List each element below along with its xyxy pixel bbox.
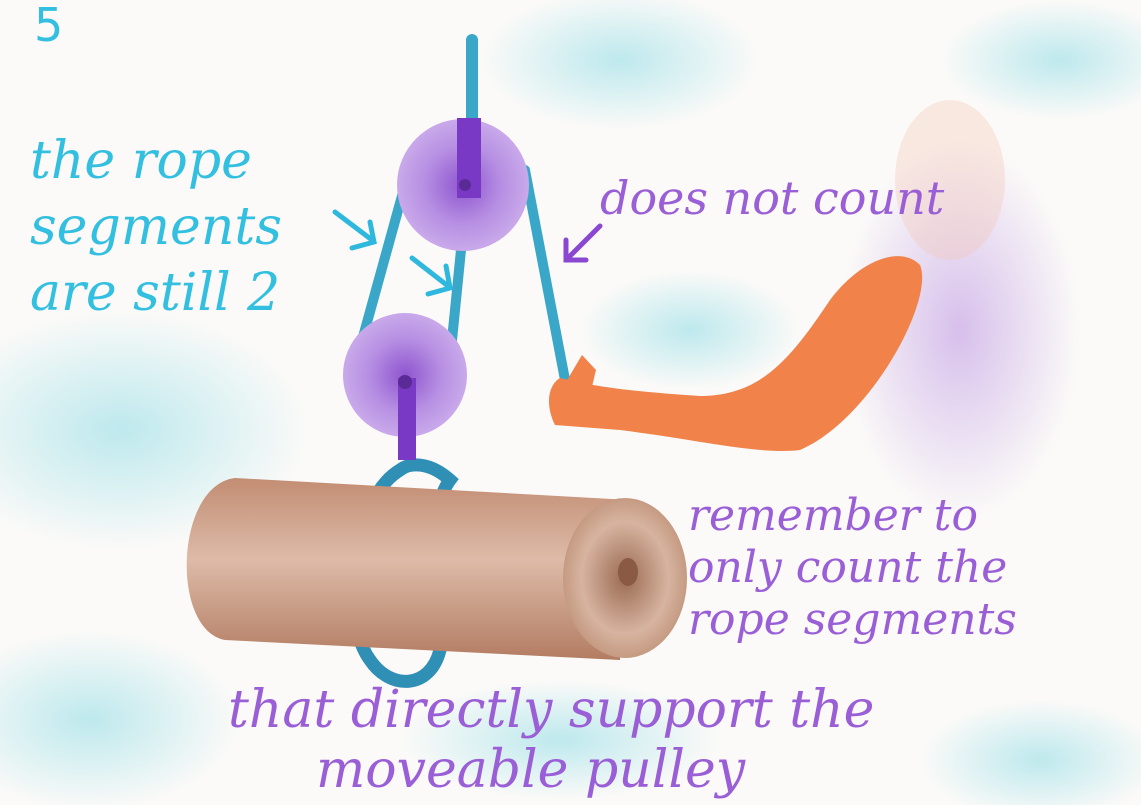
background-haze — [0, 630, 240, 805]
page-number: 5 — [34, 2, 63, 49]
background-haze — [920, 700, 1141, 805]
background-haze — [480, 0, 760, 130]
background-haze — [580, 270, 800, 390]
annotation-line: moveable pulley — [228, 740, 874, 800]
annotation-remember: remember to only count the rope segments — [688, 490, 1017, 646]
log — [187, 478, 687, 660]
background-haze — [940, 0, 1141, 120]
annotation-line: remember to — [688, 490, 1017, 542]
annotation-line: only count the — [688, 542, 1017, 594]
fixed-pulley — [397, 118, 529, 251]
annotation-directly-support: that directly support the moveable pulle… — [228, 680, 874, 800]
annotation-line: rope segments — [688, 594, 1017, 646]
annotation-rope-segments: the rope segments are still 2 — [30, 128, 282, 326]
moveable-pulley — [343, 313, 467, 460]
annotation-line: the rope — [30, 128, 282, 194]
annotation-does-not-count: does not count — [600, 175, 944, 222]
annotation-line: that directly support the — [228, 680, 874, 740]
arrow-icon — [566, 226, 600, 260]
annotation-line: segments — [30, 194, 282, 260]
annotation-line: are still 2 — [30, 260, 282, 326]
